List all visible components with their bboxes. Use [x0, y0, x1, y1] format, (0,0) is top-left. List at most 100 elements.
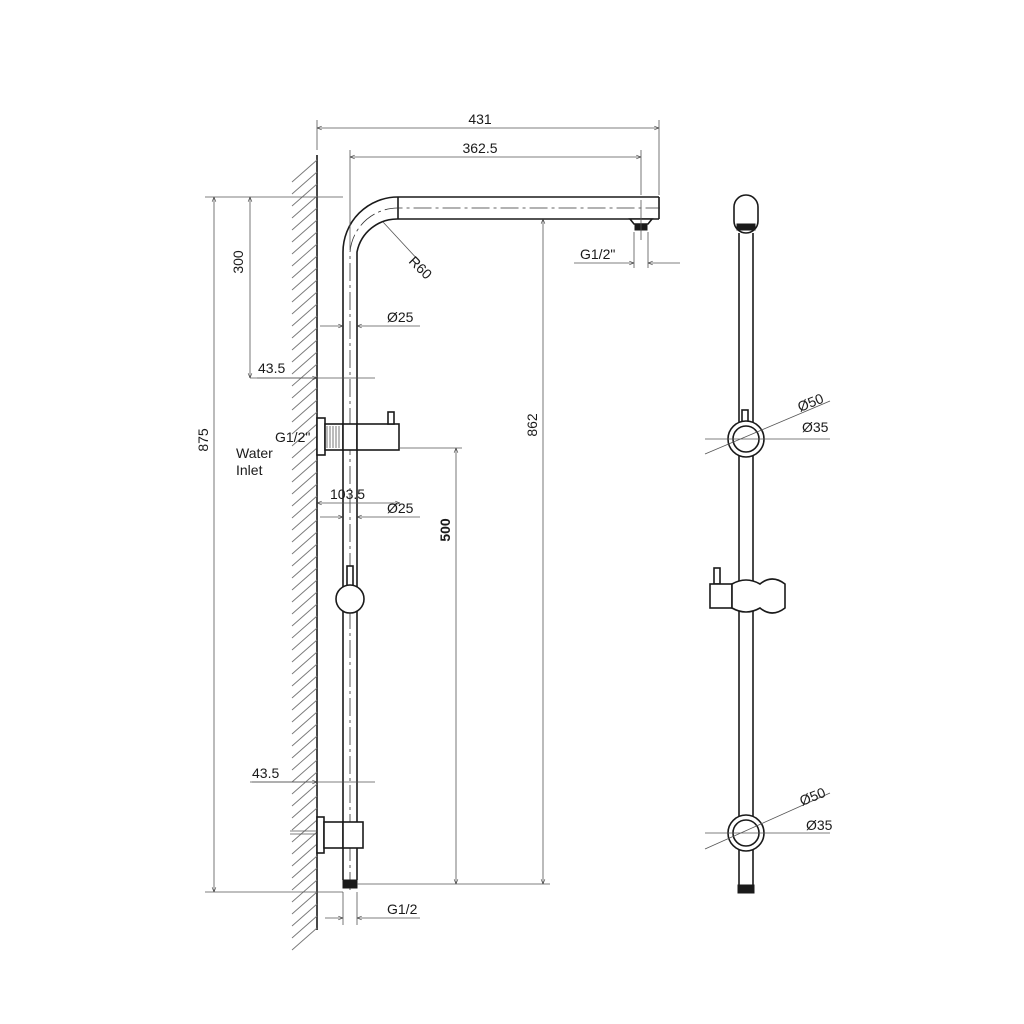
wall-hatch-line — [291, 159, 318, 183]
wall-hatch-line — [291, 375, 318, 399]
dimension-431: 431 — [316, 111, 660, 195]
wall-hatch-line — [291, 855, 318, 879]
shower-arm-pipe — [342, 196, 660, 890]
wall-hatch-line — [291, 435, 318, 459]
dimension-g1-2-head: G1/2" — [574, 232, 680, 268]
dim-label-g1-2-bottom: G1/2 — [387, 901, 418, 917]
dim-label-875: 875 — [195, 428, 211, 452]
wall-hatch-line — [291, 387, 318, 411]
wall-hatch-line — [291, 867, 318, 891]
wall-hatch-line — [291, 879, 318, 903]
wall-hatch-line — [291, 747, 318, 771]
dimension-43-5-lower: 43.5 — [250, 765, 375, 782]
dim-label-431: 431 — [468, 111, 492, 127]
shower-head-connector — [628, 200, 654, 240]
wall-hatch-line — [291, 903, 318, 927]
dimension-g1-2-bottom: G1/2 — [325, 892, 420, 925]
side-slider — [709, 567, 786, 614]
wall-hatch-line — [291, 255, 318, 279]
wall-hatch-line — [291, 795, 318, 819]
dim-label-dia25-mid: Ø25 — [387, 500, 414, 516]
wall-hatch-line — [291, 471, 318, 495]
water-inlet-label: G1/2" Water Inlet — [236, 429, 310, 478]
wall-hatch-line — [291, 591, 318, 615]
side-label-lower-outer: Ø50 — [797, 784, 828, 809]
wall-hatch-line — [291, 447, 318, 471]
wall-hatch-line — [291, 243, 318, 267]
wall-hatch-line — [291, 543, 318, 567]
wall-hatch-line — [291, 339, 318, 363]
dim-label-r60: R60 — [406, 253, 436, 283]
wall-hatch-line — [291, 711, 318, 735]
wall-hatch-line — [291, 687, 318, 711]
wall-hatch-line — [291, 351, 318, 375]
wall-hatch-line — [291, 183, 318, 207]
wall-hatch-line — [291, 291, 318, 315]
dim-label-43-5-upper: 43.5 — [258, 360, 285, 376]
wall-hatch-line — [291, 891, 318, 915]
slider-knob — [335, 565, 365, 614]
dim-label-300: 300 — [230, 250, 246, 274]
inlet-label-water: Water — [236, 445, 273, 461]
side-label-upper-inner: Ø35 — [802, 419, 829, 435]
wall-hatch-line — [291, 531, 318, 555]
wall-hatch-line — [291, 639, 318, 663]
wall-hatch-line — [291, 207, 318, 231]
wall-hatch-line — [291, 927, 318, 951]
wall-hatch-line — [291, 807, 318, 831]
wall-hatch-line — [291, 771, 318, 795]
dimension-362-5: 362.5 — [349, 140, 642, 250]
wall-hatch-line — [291, 723, 318, 747]
bottom-outlet — [342, 879, 358, 889]
wall-hatch-line — [291, 567, 318, 591]
wall-hatch-line — [291, 507, 318, 531]
dimension-43-5-upper: 43.5 — [257, 360, 317, 378]
dimension-862: 862 — [524, 219, 543, 884]
wall-hatch-line — [291, 519, 318, 543]
wall-hatch-line — [291, 603, 318, 627]
wall-hatch-line — [291, 579, 318, 603]
inlet-thread-hatch — [326, 426, 340, 448]
wall-hatch-line — [291, 399, 318, 423]
inlet-label-inlet: Inlet — [236, 462, 263, 478]
dim-label-500: 500 — [437, 518, 453, 542]
dimension-875: 875 — [195, 197, 343, 893]
wall-hatch-line — [291, 615, 318, 639]
dimension-103-5: 103.5 — [317, 486, 400, 503]
wall-hatch-line — [291, 231, 318, 255]
wall-hatch-line — [291, 651, 318, 675]
wall-hatch-line — [291, 483, 318, 507]
wall-hatch-line — [291, 627, 318, 651]
wall-hatch-line — [291, 171, 318, 195]
side-view: Ø50 Ø35 Ø50 Ø35 — [704, 194, 833, 894]
wall-hatch-line — [291, 783, 318, 807]
wall-hatch-line — [291, 759, 318, 783]
wall-hatch-line — [291, 315, 318, 339]
wall-hatch-line — [291, 675, 318, 699]
dim-label-dia25-top: Ø25 — [387, 309, 414, 325]
dimension-dia25-mid: Ø25 — [320, 500, 420, 517]
wall-hatch-line — [291, 831, 318, 855]
water-inlet-fitting — [316, 411, 400, 456]
wall-hatch-line — [291, 423, 318, 447]
wall-hatch-line — [291, 735, 318, 759]
dim-label-862: 862 — [524, 413, 540, 437]
wall-hatching — [291, 155, 318, 951]
inlet-thread-label: G1/2" — [275, 429, 310, 445]
wall-hatch-line — [291, 495, 318, 519]
side-lower-bracket — [704, 792, 831, 852]
wall-hatch-line — [291, 363, 318, 387]
wall-hatch-line — [291, 327, 318, 351]
wall-hatch-line — [291, 843, 318, 867]
wall-hatch-line — [291, 663, 318, 687]
wall-hatch-line — [291, 411, 318, 435]
wall-hatch-line — [291, 195, 318, 219]
lower-wall-bracket — [290, 816, 364, 854]
wall-hatch-line — [291, 459, 318, 483]
dim-label-103-5: 103.5 — [330, 486, 365, 502]
wall-hatch-line — [291, 219, 318, 243]
wall-hatch-line — [291, 915, 318, 939]
wall-hatch-line — [291, 699, 318, 723]
dimension-dia25-top: Ø25 — [320, 309, 420, 326]
